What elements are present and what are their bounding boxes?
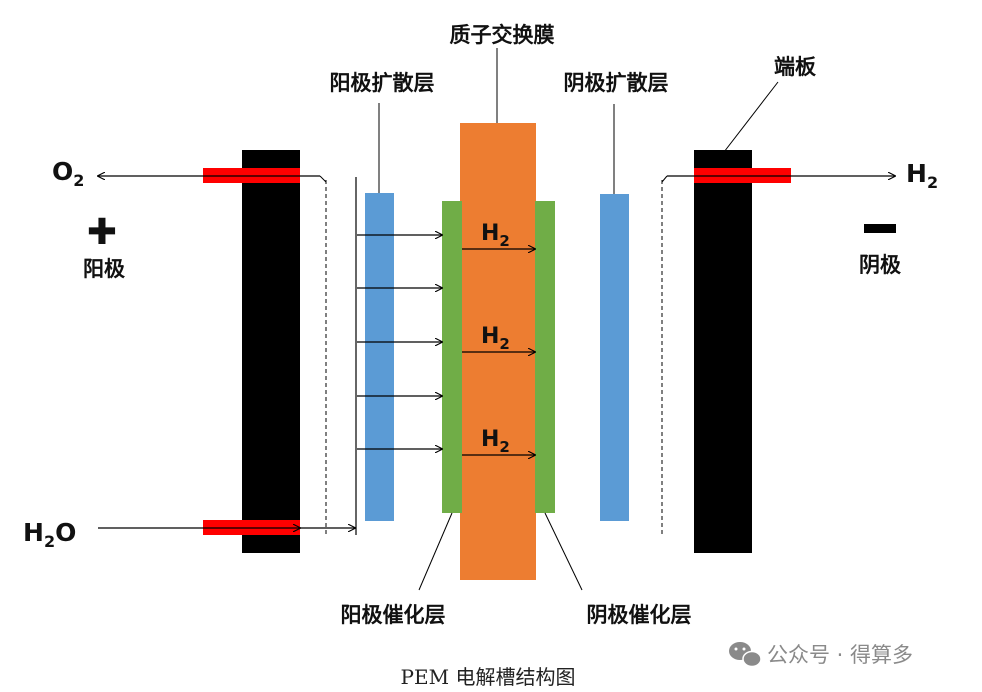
cathode-catalyst-leader-line <box>544 512 583 591</box>
h2-outlet-formula: H2 <box>906 159 938 192</box>
anode-label: 阳极 <box>83 257 126 281</box>
end-plate-label: 端板 <box>774 55 817 79</box>
o2-formula: O2 <box>52 157 84 190</box>
anode-catalyst-leader-line <box>418 512 453 591</box>
cathode-label: 阴极 <box>859 253 902 277</box>
h2o-formula: H2O <box>23 518 76 551</box>
watermark-text: 公众号 · 得算多 <box>767 643 913 667</box>
anode-end-plate <box>242 150 300 553</box>
anode-diffusion-label: 阳极扩散层 <box>330 71 435 95</box>
anode-catalyst-label: 阳极催化层 <box>341 603 446 627</box>
h2-return-tick <box>661 175 668 183</box>
membrane-label: 质子交换膜 <box>450 23 555 47</box>
cathode-diffusion-layer <box>600 194 629 521</box>
plus-icon: ✚ <box>87 212 117 253</box>
end-plate-leader-line <box>723 81 779 153</box>
cathode-diffusion-label: 阴极扩散层 <box>564 71 669 95</box>
h2-flow-label: H2 <box>481 427 510 456</box>
cathode-end-plate <box>694 150 752 553</box>
o2-return-tick <box>319 175 327 183</box>
minus-icon <box>864 224 896 233</box>
cathode-catalyst-label: 阴极催化层 <box>587 603 692 627</box>
anode-catalyst-layer <box>442 201 462 513</box>
wechat-icon <box>729 642 762 668</box>
h2-flow-label: H2 <box>481 221 510 250</box>
diagram-caption: PEM 电解槽结构图 <box>401 665 576 689</box>
anode-diffusion-layer <box>365 193 394 521</box>
h2-flow-label: H2 <box>481 324 510 353</box>
cathode-catalyst-layer <box>535 201 555 513</box>
